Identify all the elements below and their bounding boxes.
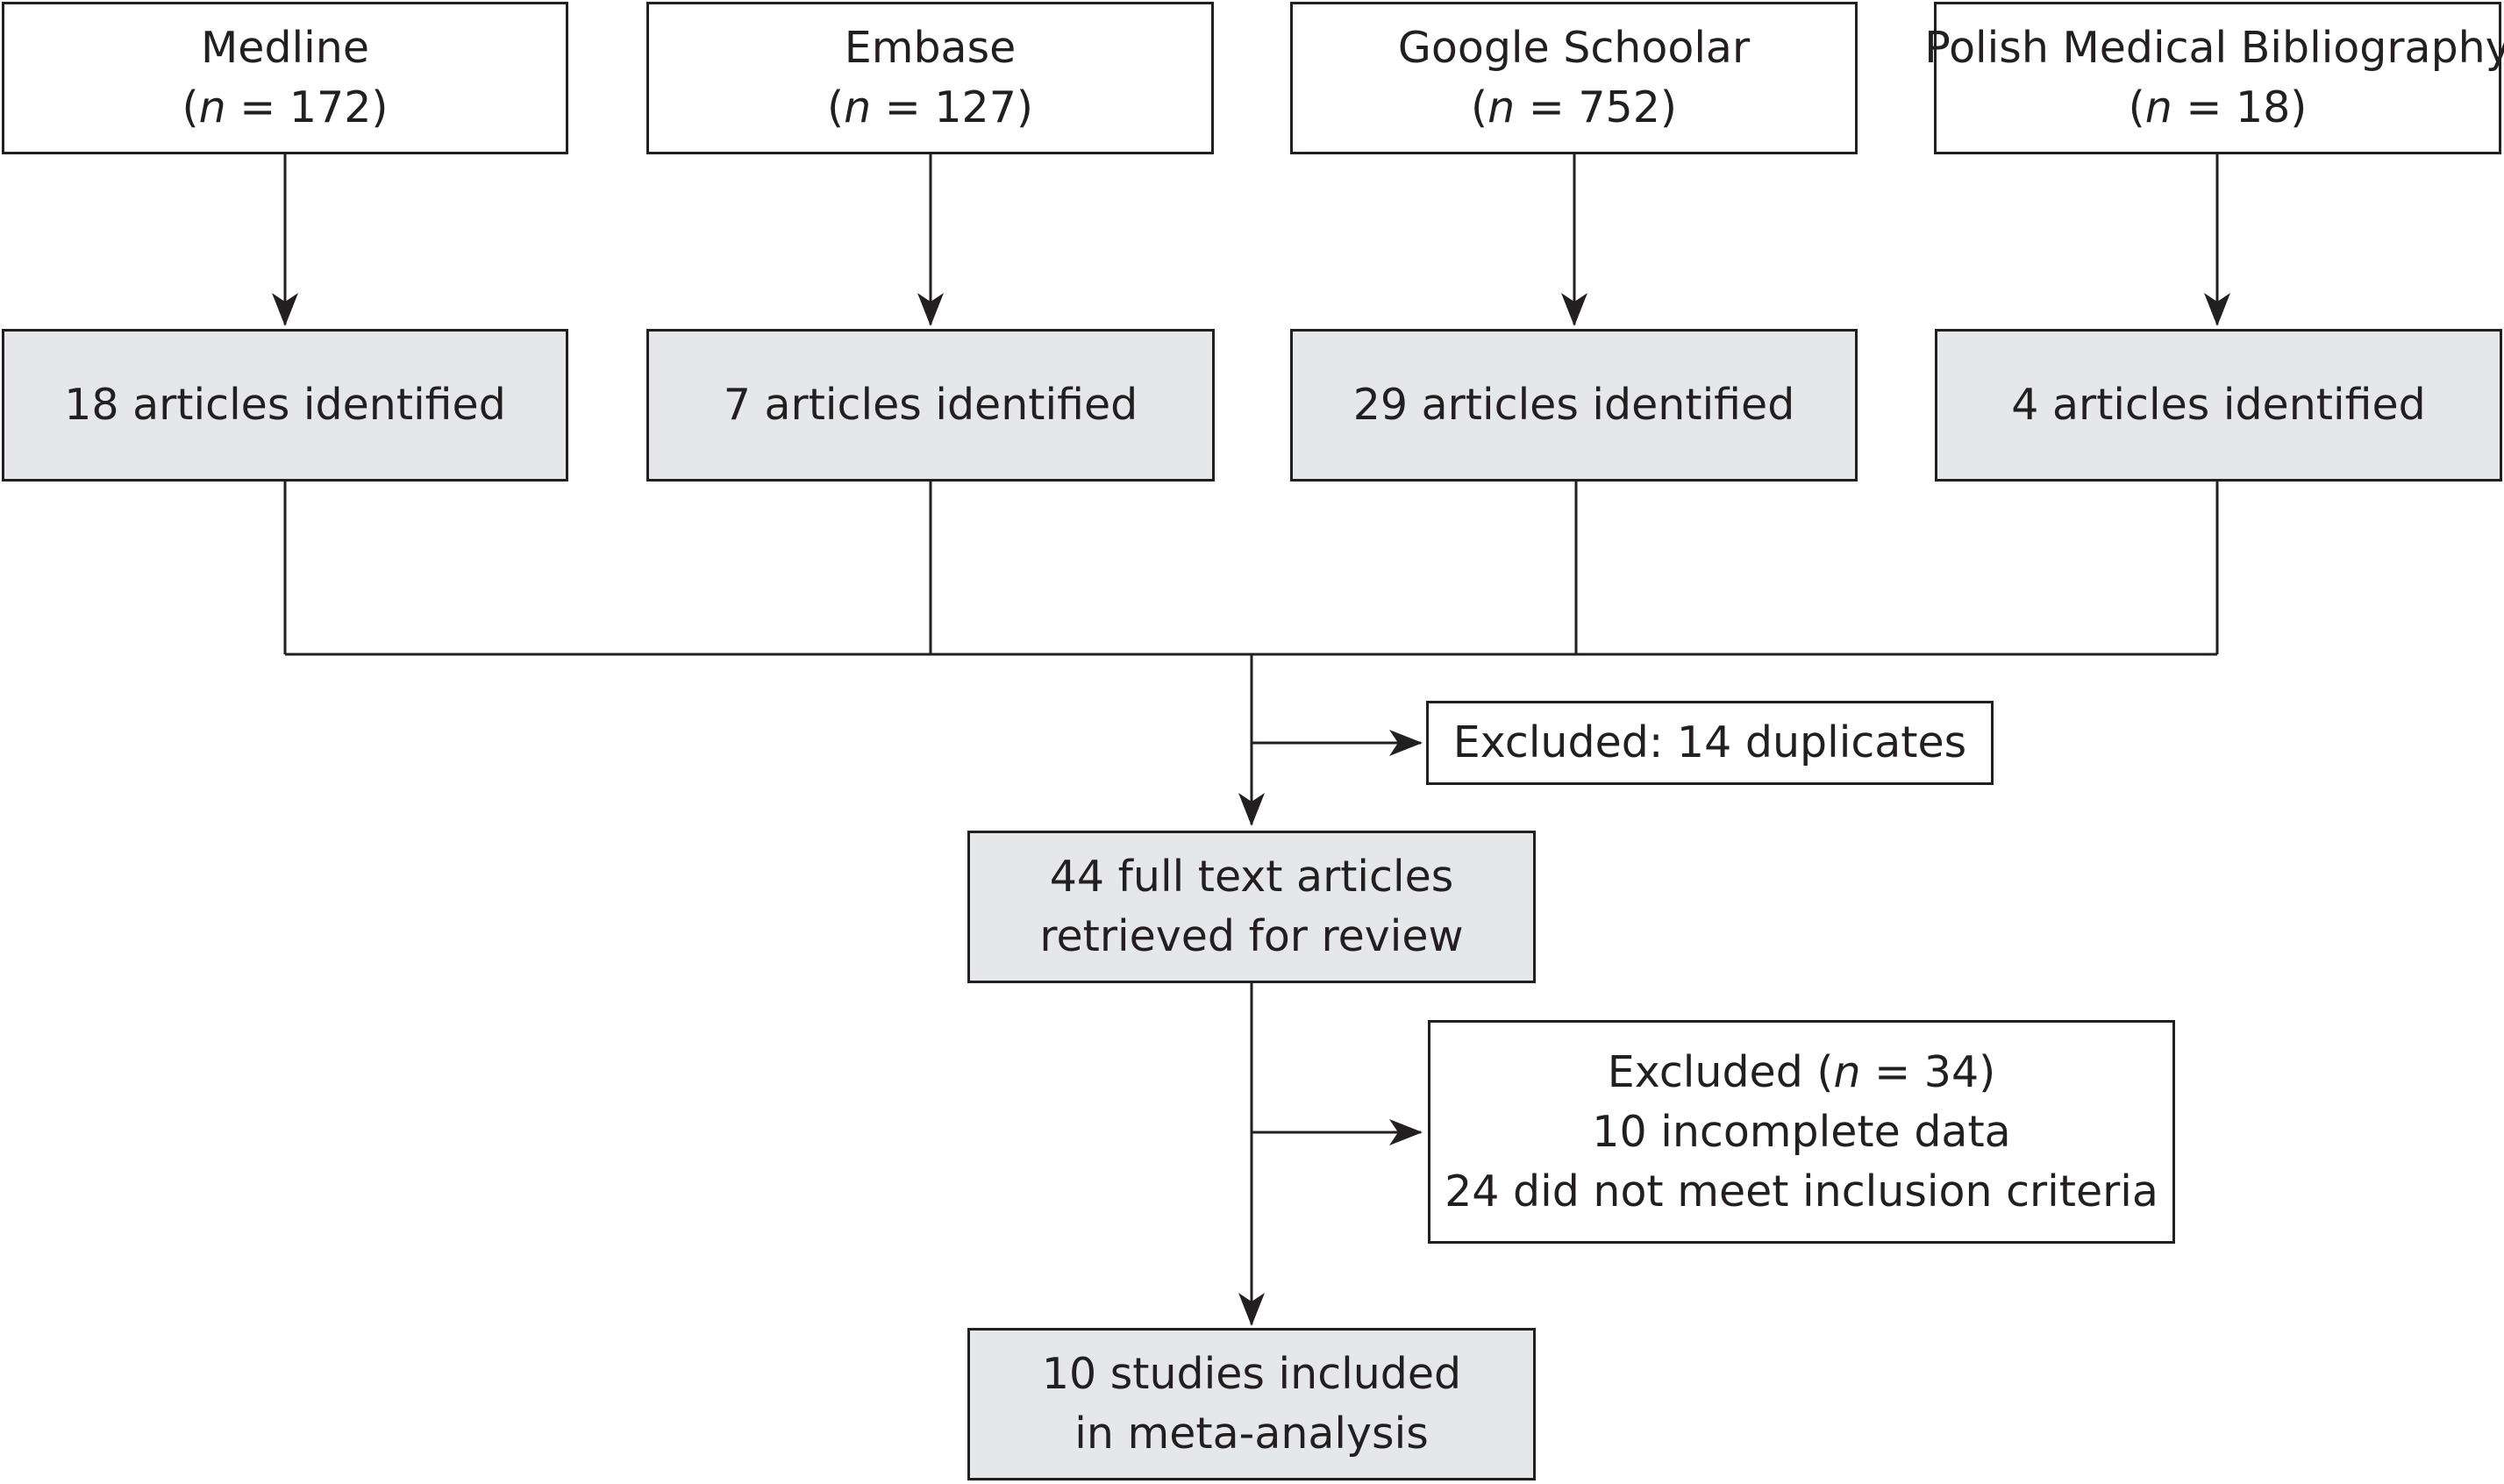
identified-label: 18 articles identified (64, 380, 506, 430)
included-line-2: in meta-analysis (1074, 1409, 1429, 1459)
full-text-box: 44 full text articles retrieved for revi… (967, 831, 1536, 983)
excluded-count: Excluded (n = 34) (1607, 1046, 1996, 1097)
arrowhead-duplicates (1389, 730, 1423, 756)
identified-label: 4 articles identified (2011, 380, 2426, 430)
arrowhead-excluded (1389, 1119, 1423, 1145)
identified-box-google-scholar: 29 articles identified (1290, 329, 1858, 482)
arrowhead-embase (917, 293, 944, 326)
source-count: (n = 172) (182, 82, 389, 132)
arrowhead-pmb (2204, 293, 2230, 326)
excluded-duplicates-box: Excluded: 14 duplicates (1426, 701, 1994, 785)
source-name: Google Schoolar (1397, 23, 1751, 73)
identified-box-medline: 18 articles identified (2, 329, 568, 482)
identified-label: 7 articles identified (723, 380, 1138, 430)
source-name: Embase (844, 23, 1017, 73)
full-text-line-2: retrieved for review (1039, 911, 1464, 961)
excluded-duplicates-label: Excluded: 14 duplicates (1452, 717, 1967, 767)
full-text-line-1: 44 full text articles (1049, 852, 1454, 902)
identified-box-polish-medical-bibliography: 4 articles identified (1935, 329, 2502, 482)
source-count: (n = 752) (1470, 82, 1678, 132)
arrowhead-included (1238, 1293, 1265, 1326)
source-count: (n = 127) (826, 82, 1034, 132)
excluded-inclusion-criteria: 24 did not meet inclusion criteria (1445, 1166, 2158, 1216)
arrowhead-fulltext (1238, 793, 1265, 826)
source-name: Medline (201, 23, 369, 73)
source-box-medline: Medline (n = 172) (2, 2, 568, 154)
included-box: 10 studies included in meta-analysis (967, 1328, 1536, 1480)
included-line-1: 10 studies included (1041, 1349, 1462, 1399)
source-box-embase: Embase (n = 127) (646, 2, 1214, 154)
source-box-google-scholar: Google Schoolar (n = 752) (1290, 2, 1858, 154)
source-name: Polish Medical Bibliography (1924, 23, 2504, 73)
source-count: (n = 18) (2128, 82, 2308, 132)
identified-label: 29 articles identified (1352, 380, 1795, 430)
arrowhead-google (1561, 293, 1587, 326)
identified-box-embase: 7 articles identified (646, 329, 1215, 482)
arrowhead-medline (272, 293, 298, 326)
excluded-criteria-box: Excluded (n = 34) 10 incomplete data 24 … (1428, 1020, 2175, 1244)
excluded-incomplete-data: 10 incomplete data (1592, 1106, 2011, 1157)
source-box-polish-medical-bibliography: Polish Medical Bibliography (n = 18) (1924, 2, 2504, 154)
